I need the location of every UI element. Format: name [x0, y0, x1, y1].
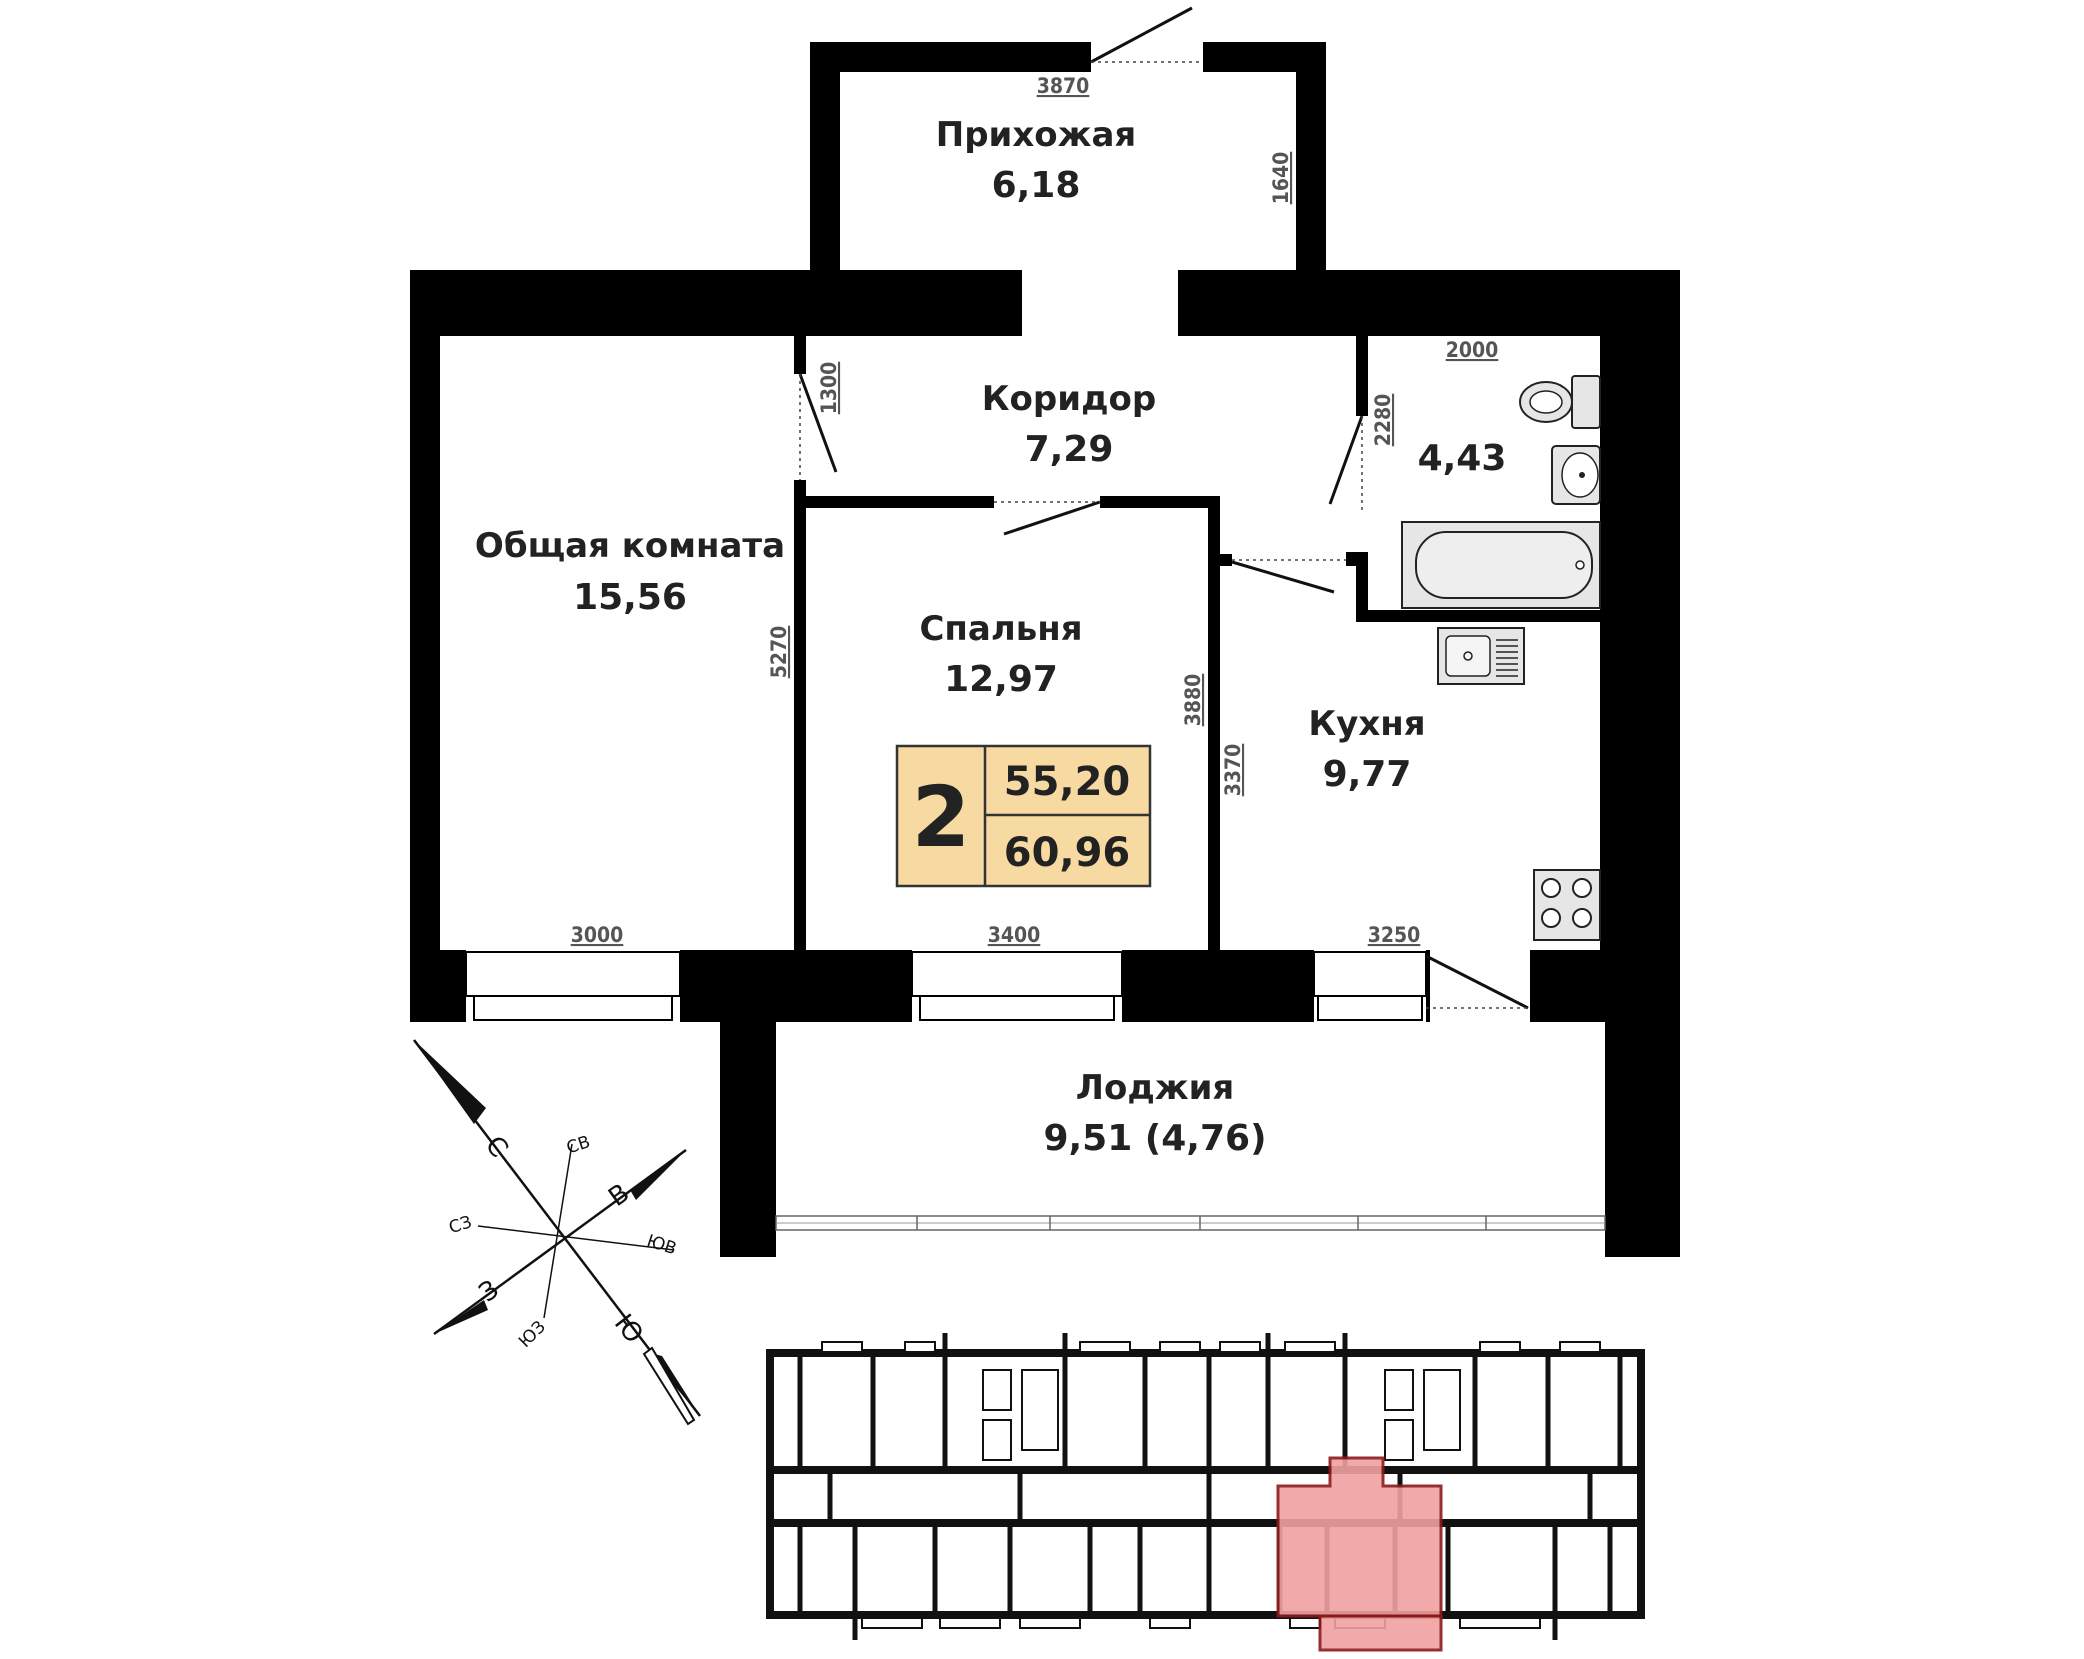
compass-south-label: Ю: [608, 1309, 649, 1350]
room-area-bathroom: 4,43: [1418, 438, 1507, 479]
windows: [465, 951, 1606, 1231]
room-name-hallway: Прихожая: [936, 115, 1137, 155]
room-name-loggia: Лоджия: [1076, 1068, 1235, 1108]
dim-hallway-width: 3870: [1037, 74, 1090, 98]
north-arrow-icon: [414, 1040, 486, 1124]
dim-bath-depth: 2280: [1371, 394, 1395, 447]
room-name-bedroom: Спальня: [919, 609, 1082, 649]
west-arrow-icon: [434, 1300, 488, 1334]
compass-rose: С В З Ю СВ СЗ ЮВ ЮЗ: [413, 1039, 701, 1426]
key-plan-highlight: [1276, 1456, 1443, 1652]
dim-hallway-depth: 1640: [1269, 152, 1293, 205]
room-area-loggia: 9,51 (4,76): [1043, 1118, 1266, 1159]
dim-living-depth: 5270: [767, 626, 791, 679]
sink-icon: [1551, 445, 1601, 505]
room-area-corridor: 7,29: [1025, 429, 1114, 470]
dim-kitchen-depth: 3370: [1221, 744, 1245, 797]
room-name-living: Общая комната: [475, 526, 785, 566]
room-name-kitchen: Кухня: [1308, 704, 1425, 744]
room-area-hallway: 6,18: [992, 165, 1081, 206]
room-area-living: 15,56: [573, 577, 687, 618]
room-name-corridor: Коридор: [982, 379, 1156, 419]
compass-north-label: С: [479, 1131, 514, 1164]
room-area-bedroom: 12,97: [944, 659, 1058, 700]
key-plan: [766, 1333, 1645, 1652]
room-area-kitchen: 9,77: [1323, 754, 1412, 795]
dim-corridor-door: 1300: [817, 362, 841, 415]
toilet-icon: [1519, 375, 1601, 429]
dim-kitchen-width: 3250: [1368, 923, 1421, 947]
compass-northwest-label: СЗ: [447, 1212, 475, 1238]
badge-living-area: 55,20: [1004, 759, 1131, 805]
dim-living-width: 3000: [571, 923, 624, 947]
compass-southwest-label: ЮЗ: [515, 1317, 550, 1352]
walls: [410, 42, 1680, 1257]
compass-southeast-label: ЮВ: [644, 1231, 679, 1259]
badge-total-area: 60,96: [1004, 830, 1131, 876]
stove-icon: [1533, 869, 1601, 941]
area-badge: 2 55,20 60,96: [895, 744, 1152, 888]
plumbing-fixtures: [1401, 375, 1601, 941]
room-labels: Прихожая 6,18 Коридор 7,29 Общая комната…: [475, 115, 1506, 1159]
doors: [798, 6, 1530, 1010]
badge-rooms-count: 2: [912, 768, 970, 866]
compass-northeast-label: СВ: [564, 1132, 593, 1158]
kitchen-sink-icon: [1437, 627, 1525, 685]
compass-west-label: З: [474, 1274, 505, 1308]
dimension-labels: 3870 1640 1300 2000 2280 5270 3880 3370 …: [571, 74, 1499, 947]
dim-bath-width: 2000: [1446, 338, 1499, 362]
bathtub-icon: [1401, 521, 1601, 609]
dim-bedroom-depth: 3880: [1181, 674, 1205, 727]
east-arrow-icon: [630, 1150, 686, 1200]
dim-bedroom-width: 3400: [988, 923, 1041, 947]
